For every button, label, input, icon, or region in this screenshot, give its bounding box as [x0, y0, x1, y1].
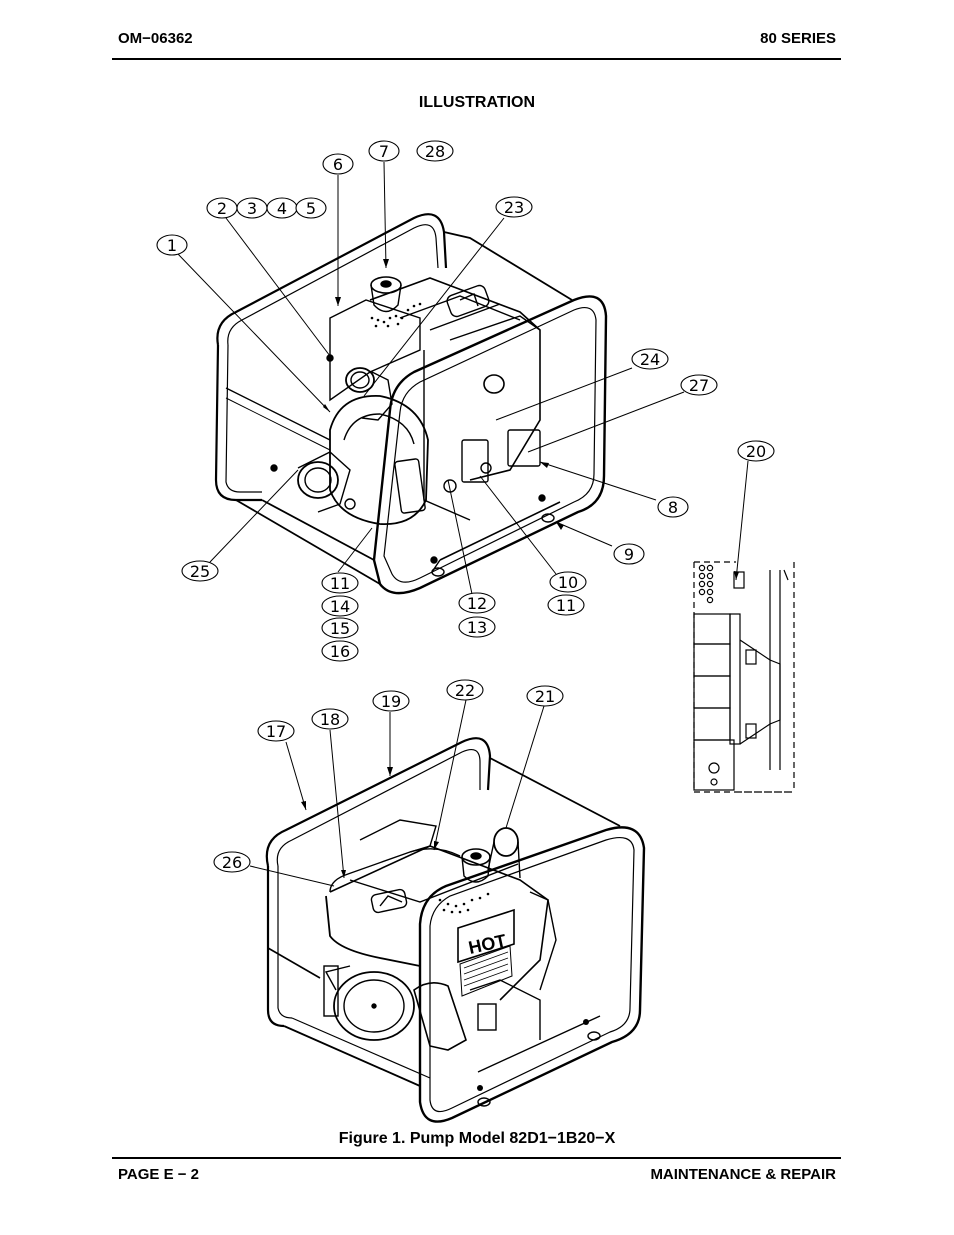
callout-label: 18 — [320, 710, 340, 729]
callout-11-left: 11 — [321, 572, 359, 594]
section-title: ILLUSTRATION — [418, 94, 536, 111]
callout-11: 11 — [547, 594, 585, 616]
callout-18: 18 — [311, 708, 349, 730]
callout-label: 22 — [455, 681, 475, 700]
callout-25: 25 — [181, 560, 219, 582]
section-name: MAINTENANCE & REPAIR — [650, 1166, 836, 1183]
callout-label: 7 — [379, 142, 389, 161]
callout-10: 10 — [549, 571, 587, 593]
callout-7: 7 — [368, 140, 400, 162]
callout-23: 23 — [495, 196, 533, 218]
callout-label: 6 — [333, 155, 343, 174]
callout-28: 28 — [416, 140, 454, 162]
callout-14: 14 — [321, 595, 359, 617]
callout-label: 21 — [535, 687, 555, 706]
callout-8: 8 — [657, 496, 689, 518]
callout-1: 1 — [156, 234, 188, 256]
callout-label: 28 — [425, 142, 445, 161]
callout-15: 15 — [321, 617, 359, 639]
header-rule — [112, 58, 841, 60]
bottom-pump-drawing: HOT — [265, 737, 646, 1123]
footer-rule — [112, 1157, 841, 1159]
callout-6: 6 — [322, 153, 354, 175]
callout-22: 22 — [446, 679, 484, 701]
callout-label: 5 — [306, 199, 316, 218]
callout-20: 20 — [737, 440, 775, 462]
callout-label: 13 — [467, 618, 487, 637]
callout-label: 14 — [330, 597, 350, 616]
series-label: 80 SERIES — [760, 30, 836, 47]
top-leader-lines — [177, 161, 749, 595]
top-arrowheads — [323, 259, 739, 580]
callout-13: 13 — [458, 616, 496, 638]
callout-label: 23 — [504, 198, 524, 217]
callout-27: 27 — [680, 374, 718, 396]
callout-5: 5 — [295, 197, 327, 219]
callout-3: 3 — [236, 197, 268, 219]
callout-19: 19 — [372, 690, 410, 712]
callout-label: 1 — [167, 236, 177, 255]
callout-label: 19 — [381, 692, 401, 711]
callout-label: 17 — [266, 722, 286, 741]
callout-24: 24 — [631, 348, 669, 370]
callout-label: 15 — [330, 619, 350, 638]
callout-label: 20 — [746, 442, 766, 461]
callout-label: 8 — [668, 498, 678, 517]
callout-17: 17 — [257, 720, 295, 742]
callout-12: 12 — [458, 592, 496, 614]
callout-label: 26 — [222, 853, 242, 872]
callout-16: 16 — [321, 640, 359, 662]
callout-label: 11 — [330, 574, 350, 593]
callout-label: 4 — [277, 199, 287, 218]
doc-number: OM−06362 — [118, 30, 193, 47]
callout-26: 26 — [213, 851, 251, 873]
callout-label: 25 — [190, 562, 210, 581]
top-pump-drawing — [214, 213, 608, 595]
callout-label: 2 — [217, 199, 227, 218]
callout-4: 4 — [266, 197, 298, 219]
callout-label: 10 — [558, 573, 578, 592]
callout-label: 3 — [247, 199, 257, 218]
callout-label: 16 — [330, 642, 350, 661]
bottom-arrowheads — [301, 767, 439, 878]
callout-2: 2 — [206, 197, 238, 219]
callout-label: 27 — [689, 376, 709, 395]
page-number: PAGE E − 2 — [118, 1166, 200, 1183]
callout-label: 9 — [624, 545, 634, 564]
callout-9: 9 — [613, 543, 645, 565]
figure-caption: Figure 1. Pump Model 82D1−1B20−X — [338, 1130, 616, 1147]
side-detail-drawing — [693, 561, 795, 793]
callout-21: 21 — [526, 685, 564, 707]
bottom-leader-lines — [249, 699, 545, 887]
callout-label: 12 — [467, 594, 487, 613]
callout-label: 11 — [556, 596, 576, 615]
callout-label: 24 — [640, 350, 660, 369]
